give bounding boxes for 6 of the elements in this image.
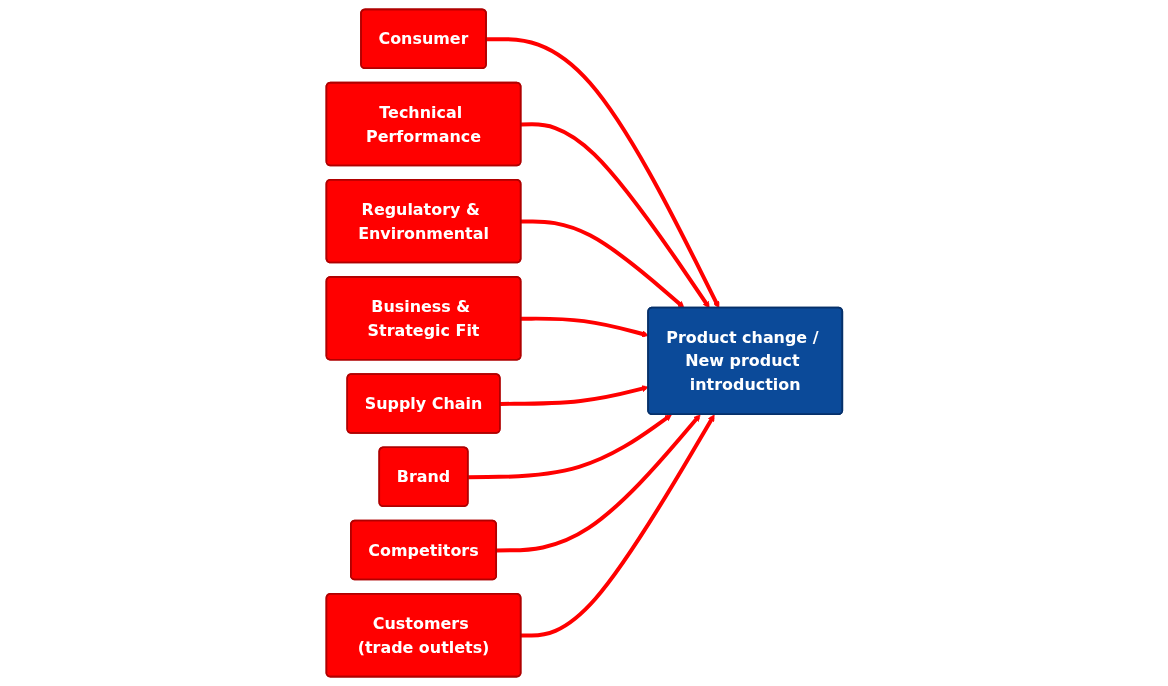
- arrow: [520, 414, 715, 638]
- arrow: [486, 37, 719, 309]
- arrow: [520, 219, 685, 309]
- arrow: [496, 414, 701, 553]
- arrow: [520, 122, 710, 309]
- arrow: [467, 414, 672, 480]
